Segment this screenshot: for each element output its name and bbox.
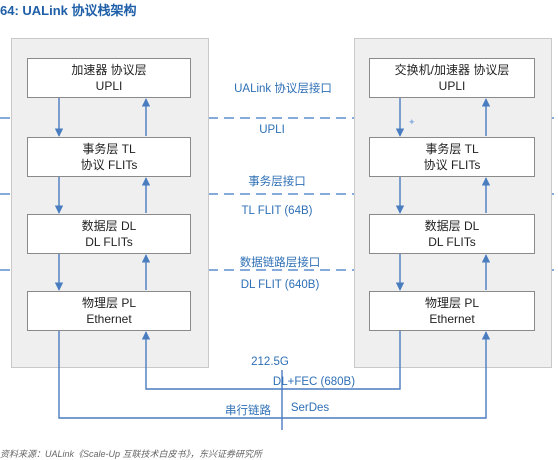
sparkle-icon: ✦ [408,118,416,128]
right-pl-sub: Ethernet [429,312,475,326]
dl-fec-link [141,331,401,390]
right-pl-layer: 物理层 PL Ethernet [369,291,535,331]
right-upli-sub: UPLI [438,79,466,93]
right-tl-layer: 事务层 TL 协议 FLITs [369,137,535,177]
dl-interface-label: 数据链路层接口 [239,257,321,269]
right-dl-layer: 数据层 DL DL FLITs [369,214,535,254]
left-dl-sub: DL FLITs [85,235,133,249]
left-upli-layer: 加速器 协议层 UPLI [27,58,191,98]
tl-interface-label: 事务层接口 [248,176,306,188]
upli-interface-sublabel: UPLI [259,124,285,136]
left-pl-name: 物理层 PL [81,296,136,310]
right-tl-sub: 协议 FLITs [423,158,481,172]
serial-link-label: 串行链路 [225,405,271,417]
figure-title: 64: UALink 协议栈架构 [0,3,137,18]
left-tl-name: 事务层 TL [82,142,136,156]
right-tl-name: 事务层 TL [425,142,479,156]
left-tl-sub: 协议 FLITs [80,158,138,172]
left-dl-layer: 数据层 DL DL FLITs [27,214,191,254]
right-pl-name: 物理层 PL [424,296,479,310]
right-upli-name: 交换机/加速器 协议层 [394,63,510,77]
dl-fec-label: DL+FEC (680B) [272,376,356,388]
upli-interface-label: UALink 协议层接口 [234,83,332,95]
left-dl-name: 数据层 DL [81,219,137,233]
left-tl-layer: 事务层 TL 协议 FLITs [27,137,191,177]
left-upli-name: 加速器 协议层 [71,63,147,77]
serdes-label: SerDes [290,402,330,414]
right-dl-sub: DL FLITs [428,235,476,249]
right-upli-layer: 交换机/加速器 协议层 UPLI [369,58,535,98]
right-dl-name: 数据层 DL [424,219,480,233]
source-caption: 资料来源：UALink《Scale-Up 互联技术白皮书》，东兴证券研究所 [0,449,263,459]
rate-label: 212.5G [251,356,289,368]
dl-interface-sublabel: DL FLIT (640B) [240,279,320,291]
serial-link [58,331,491,419]
tl-interface-sublabel: TL FLIT (64B) [241,205,313,217]
left-pl-layer: 物理层 PL Ethernet [27,291,191,331]
left-pl-sub: Ethernet [86,312,132,326]
left-upli-sub: UPLI [95,79,123,93]
